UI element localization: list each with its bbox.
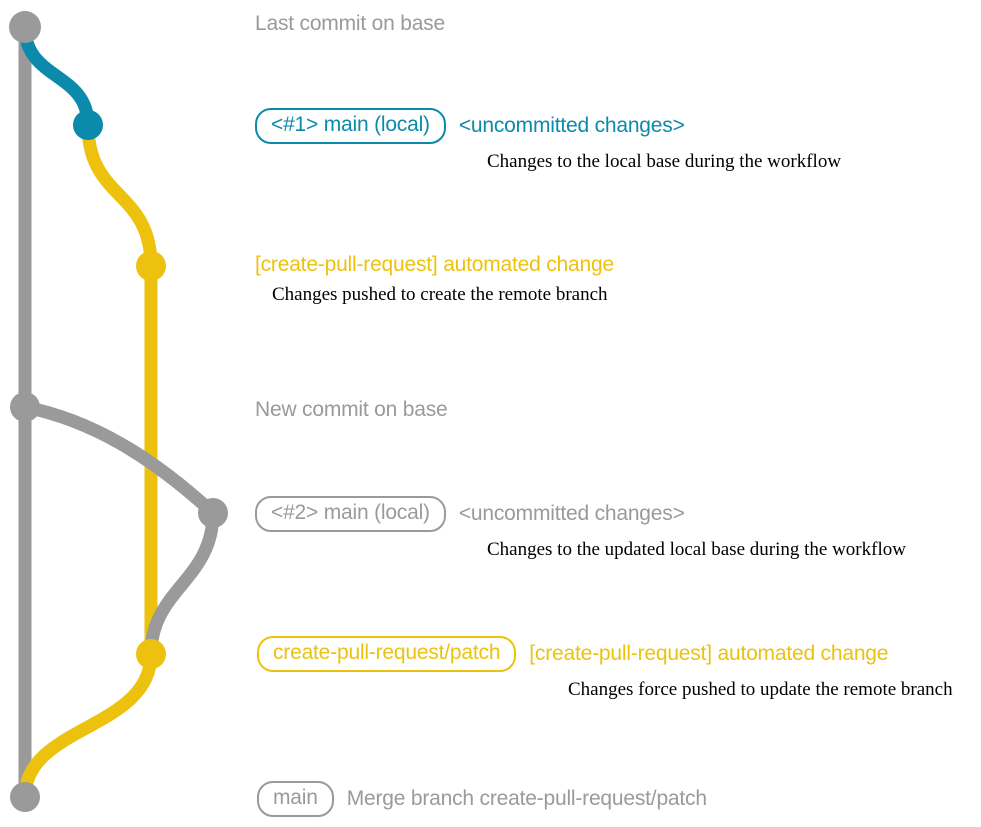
commit-subject-automated-change-1: [create-pull-request] automated change [255, 253, 614, 276]
commit-node-new-commit-on-base[interactable] [10, 392, 40, 422]
edge-n6-n7 [18, 647, 158, 804]
branch-pill-main-local-2[interactable]: <#2> main (local) [255, 496, 446, 532]
edge-n5-n6 [144, 506, 220, 661]
commit-subject-main-local-1: <uncommitted changes> [458, 114, 685, 137]
commit-description-main-local-2: Changes to the updated local base during… [487, 538, 906, 560]
commit-subject-automated-change-2: [create-pull-request] automated change [529, 642, 889, 665]
branch-pill-create-pull-request-patch[interactable]: create-pull-request/patch [257, 636, 517, 672]
edge-n4-n5 [18, 400, 220, 520]
row-last-commit-on-base: Last commit on base [255, 12, 445, 36]
commit-subject-last-commit-on-base: Last commit on base [255, 12, 445, 35]
commit-description-automated-change-2: Changes force pushed to update the remot… [568, 678, 953, 700]
commit-subject-new-commit-on-base: New commit on base [255, 398, 448, 421]
commit-node-main-local-1[interactable] [73, 110, 103, 140]
commit-node-main-local-2[interactable] [198, 498, 228, 528]
commit-description-automated-change-1: Changes pushed to create the remote bran… [272, 283, 608, 305]
edge-n1-n2 [18, 20, 95, 132]
commit-node-merge-branch[interactable] [10, 782, 40, 812]
row-new-commit-on-base: New commit on base [255, 398, 448, 422]
row-merge-branch: main Merge branch create-pull-request/pat… [257, 781, 707, 817]
row-automated-change-2: create-pull-request/patch [create-pull-re… [257, 636, 953, 701]
commit-node-automated-change-1[interactable] [136, 251, 166, 281]
row-main-local-2: <#2> main (local) <uncommitted changes> C… [255, 496, 906, 561]
branch-pill-main[interactable]: main [257, 781, 334, 817]
edge-n2-n3 [81, 118, 158, 273]
commit-subject-main-local-2: <uncommitted changes> [458, 502, 685, 525]
commit-nodes [9, 11, 228, 812]
commit-description-main-local-1: Changes to the local base during the wor… [487, 150, 842, 172]
commit-node-last-commit-on-base[interactable] [9, 11, 41, 43]
commit-node-automated-change-2[interactable] [136, 639, 166, 669]
row-main-local-1: <#1> main (local) <uncommitted changes> C… [255, 108, 841, 173]
branch-pill-main-local-1[interactable]: <#1> main (local) [255, 108, 446, 144]
commit-subject-merge-branch: Merge branch create-pull-request/patch [346, 787, 707, 810]
row-automated-change-1: [create-pull-request] automated change C… [255, 253, 614, 306]
